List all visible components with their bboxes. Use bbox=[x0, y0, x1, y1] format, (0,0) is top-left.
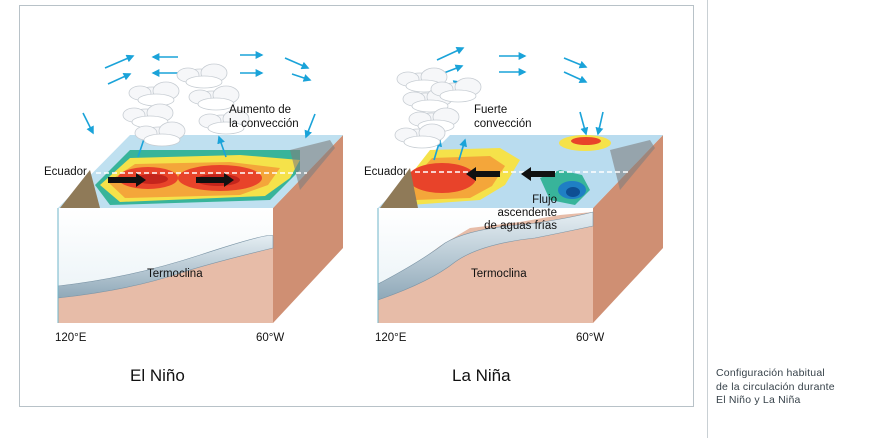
figure-caption: Configuración habitual de la circulación… bbox=[716, 367, 866, 408]
equator-label: Ecuador bbox=[364, 166, 407, 178]
longitude-left-label: 120°E bbox=[55, 332, 87, 344]
panel-la-nina: Ecuador Fuerte convección Flujo ascenden… bbox=[364, 47, 663, 385]
figure-frame bbox=[19, 5, 694, 407]
block-side-face bbox=[593, 135, 663, 323]
block-side-face bbox=[273, 135, 343, 323]
warm-water-layer bbox=[58, 208, 273, 286]
equator-label: Ecuador bbox=[44, 166, 87, 178]
thermocline-label: Termoclina bbox=[147, 268, 203, 280]
surface-current-arrows bbox=[108, 173, 234, 187]
panel-el-nino: Ecuador Aumento de la convección Termocl… bbox=[44, 51, 343, 385]
caption-line-2: de la circulación durante bbox=[716, 380, 835, 393]
longitude-right-label: 60°W bbox=[256, 332, 284, 344]
panel-title: El Niño bbox=[130, 366, 185, 385]
panel-title: La Niña bbox=[452, 366, 511, 385]
thermocline-band bbox=[57, 235, 274, 299]
upwelling-label-line-2: ascendente bbox=[498, 207, 557, 219]
sst-field bbox=[380, 135, 655, 208]
upwelling-label-line-1: Flujo bbox=[532, 194, 557, 206]
longitude-left-label: 120°E bbox=[375, 332, 407, 344]
longitude-right-label: 60°W bbox=[576, 332, 604, 344]
upwelling-label-line-3: de aguas frías bbox=[484, 220, 557, 232]
convection-label-line-1: Fuerte bbox=[474, 104, 507, 116]
surface-current-arrows bbox=[466, 167, 555, 181]
wind-arrows bbox=[82, 51, 316, 158]
convection-label-line-2: convección bbox=[474, 118, 532, 130]
warm-water-layer bbox=[378, 208, 593, 284]
column-divider bbox=[707, 0, 708, 438]
convection-label-line-2: la convección bbox=[229, 118, 299, 130]
convection-label-line-1: Aumento de bbox=[229, 104, 291, 116]
caption-line-1: Configuración habitual bbox=[716, 367, 825, 379]
thermocline-band bbox=[377, 211, 594, 301]
thermocline-label: Termoclina bbox=[471, 268, 527, 280]
caption-line-3: El Niño y La Niña bbox=[716, 394, 801, 406]
